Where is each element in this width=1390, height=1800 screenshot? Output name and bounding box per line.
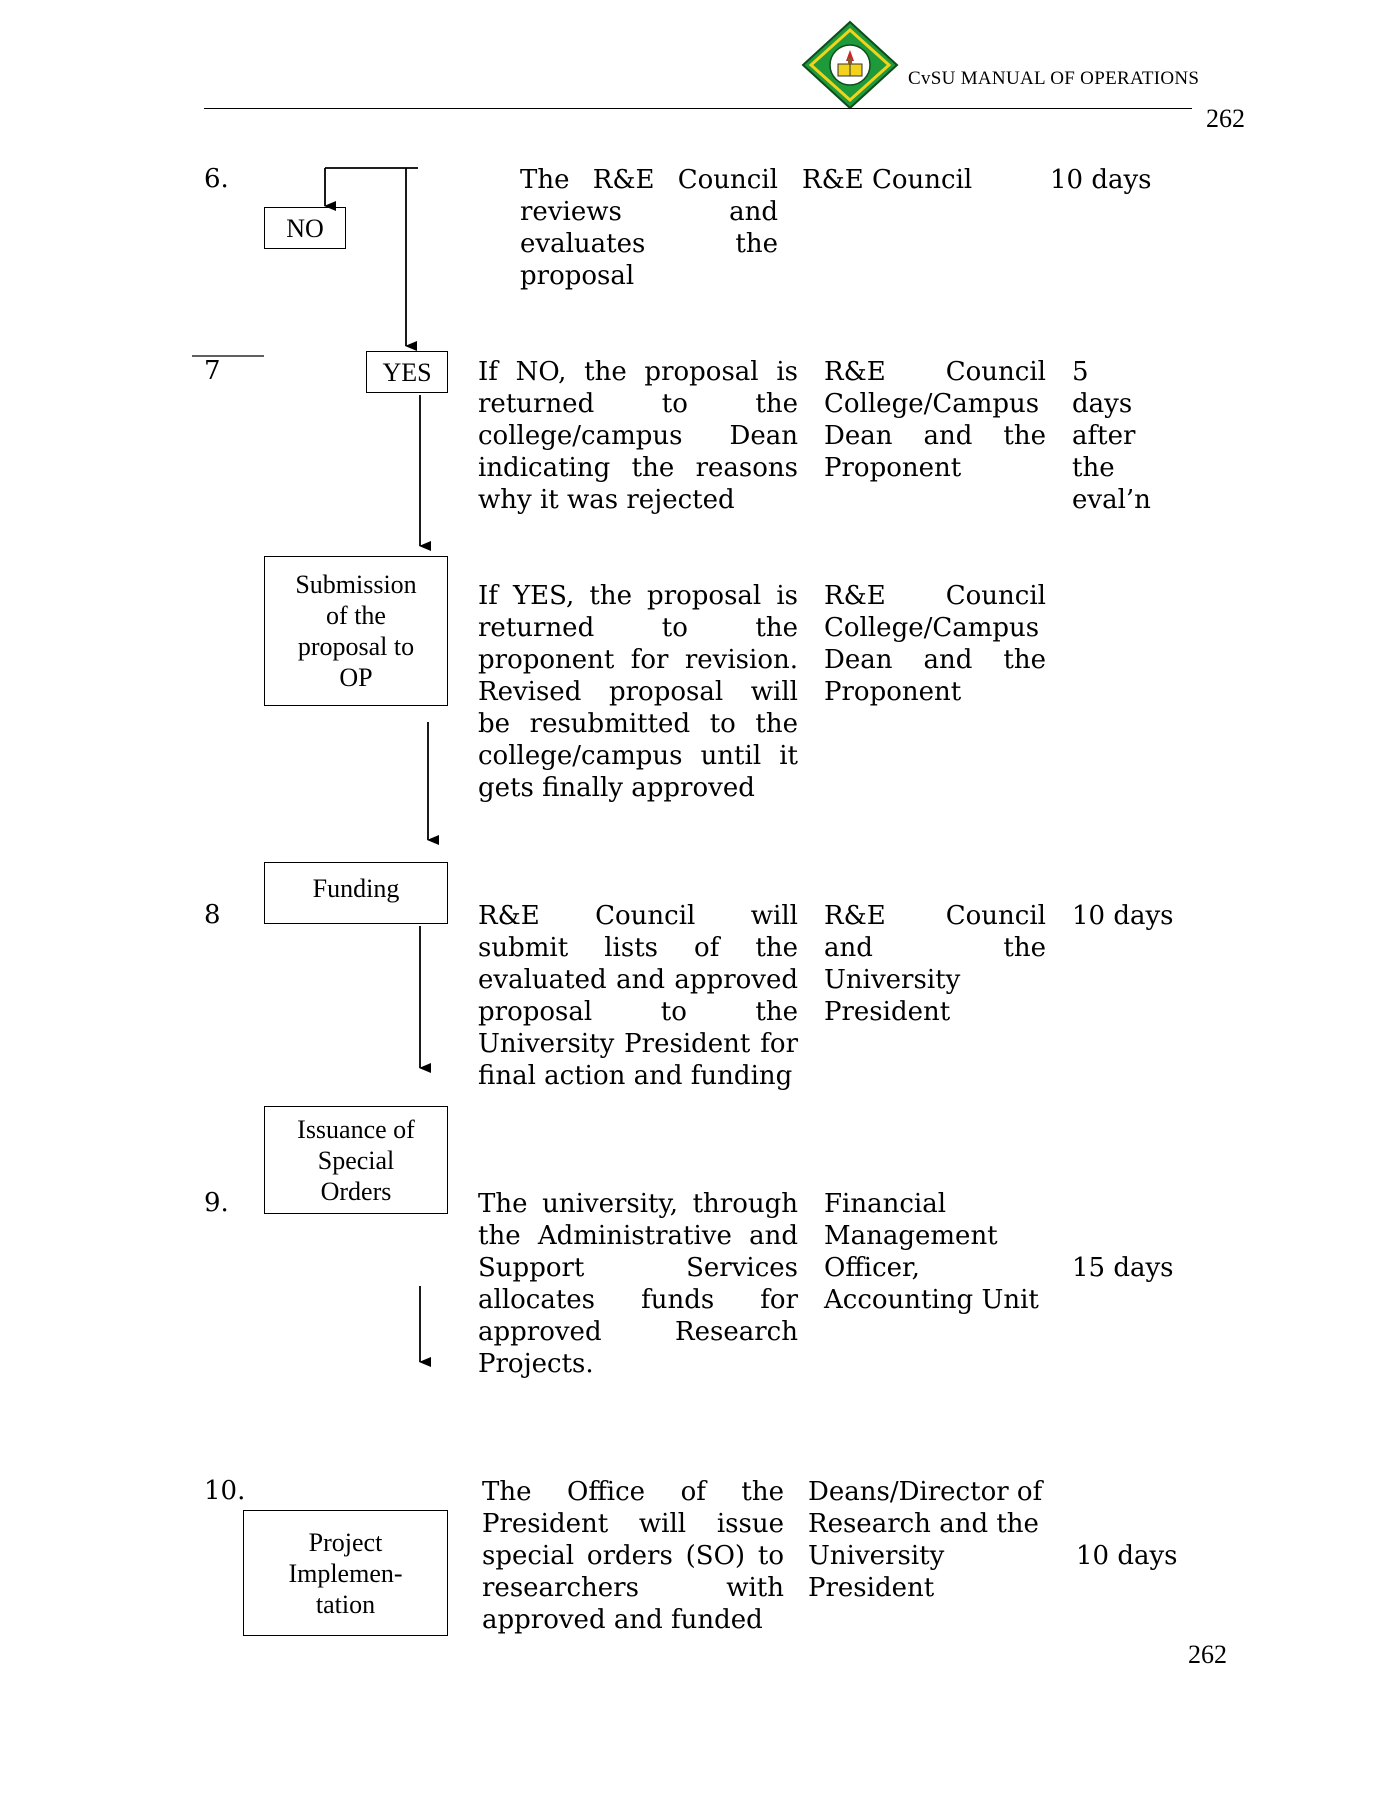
issuance-line-2: Special: [317, 1145, 395, 1175]
header-rule: [204, 108, 1192, 109]
activity-text: The Office of the President will issue s…: [482, 1477, 784, 1635]
submission-line-4: OP: [339, 663, 373, 692]
implementation-line-2: Implemen-: [288, 1558, 403, 1588]
duration-text: 5 days after the eval’n: [1072, 357, 1151, 515]
duration-text: 10 days: [1050, 165, 1152, 195]
cvsu-logo: [800, 20, 900, 110]
issuance-line-3: Orders: [320, 1176, 392, 1206]
issuance-line-1: Issuance of: [297, 1114, 415, 1144]
step-number: 7: [204, 356, 221, 386]
responsible-text: R&E Council and the University President: [824, 901, 1046, 1027]
responsible-text: Deans/Director of Research and the Unive…: [808, 1477, 1043, 1603]
funding-box-label: Funding: [312, 874, 400, 903]
yes-box: YES: [366, 351, 448, 393]
page-number-top: 262: [1206, 104, 1245, 133]
activity-text: If NO, the proposal is returned to the c…: [478, 357, 798, 515]
issuance-box: Issuance of Special Orders: [264, 1106, 448, 1214]
yes-box-label: YES: [382, 357, 432, 387]
submission-box: Submission of the proposal to OP: [264, 556, 448, 706]
funding-box: Funding: [264, 862, 448, 924]
page-number-bottom: 262: [1188, 1640, 1227, 1669]
responsible-text: Financial Management Officer, Accounting…: [824, 1189, 1039, 1315]
step-number: 10.: [204, 1476, 246, 1506]
no-box-label: NO: [286, 213, 324, 243]
activity-text: If YES, the proposal is returned to the …: [478, 581, 798, 803]
duration-text: 15 days: [1072, 1253, 1174, 1283]
step-number: 6.: [204, 164, 229, 194]
no-box: NO: [264, 207, 346, 249]
activity-text: R&E Council will submit lists of the eva…: [478, 901, 798, 1091]
implementation-line-3: tation: [315, 1589, 376, 1619]
manual-title: CvSU MANUAL OF OPERATIONS: [908, 68, 1200, 89]
duration-text: 10 days: [1076, 1541, 1178, 1571]
submission-line-3: proposal to: [297, 632, 415, 661]
submission-line-2: of the: [326, 601, 386, 630]
step-number: 9.: [204, 1188, 229, 1218]
activity-text: The R&E Council reviews and evaluates th…: [520, 165, 778, 291]
responsible-text: R&E Council College/Campus Dean and the …: [824, 357, 1046, 483]
responsible-text: R&E Council: [802, 165, 973, 195]
activity-text: The university, through the Administrati…: [478, 1189, 798, 1379]
responsible-text: R&E Council College/Campus Dean and the …: [824, 581, 1046, 707]
implementation-box: Project Implemen- tation: [243, 1510, 448, 1636]
step-number: 8: [204, 900, 221, 930]
duration-text: 10 days: [1072, 901, 1174, 931]
submission-line-1: Submission: [295, 570, 417, 599]
implementation-line-1: Project: [308, 1527, 383, 1557]
